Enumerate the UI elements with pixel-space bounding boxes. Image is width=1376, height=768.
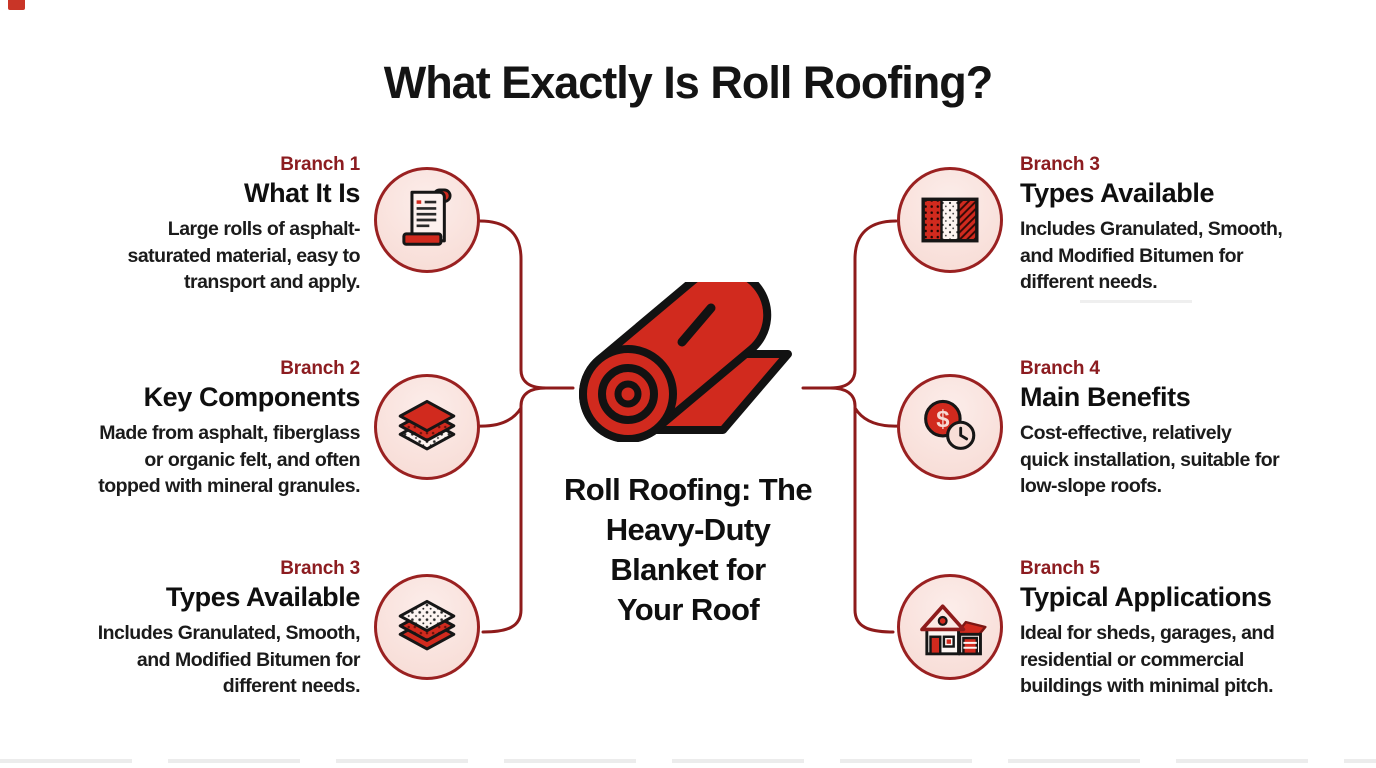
page-title: What Exactly Is Roll Roofing?	[383, 57, 994, 108]
branch-body-line: or organic felt, and often	[144, 448, 360, 471]
center-caption-line: Roll Roofing: The	[563, 472, 813, 507]
branch-label: Branch 4	[1020, 358, 1100, 379]
branch-2-circle	[374, 374, 480, 480]
scan-artifact	[1080, 300, 1192, 303]
branch-body-line: topped with mineral granules.	[98, 475, 360, 497]
branch-heading: What It Is	[244, 178, 360, 208]
layered-sheets-icon	[398, 399, 456, 451]
scroll-document-icon	[402, 188, 452, 246]
branch-body-line: different needs.	[1020, 271, 1158, 293]
branch-4-right: Branch 4 Main Benefits Cost-effective, r…	[1020, 357, 1350, 500]
branch-5-right: Branch 5 Typical Applications Ideal for …	[1020, 557, 1350, 700]
branch-heading: Key Components	[143, 382, 361, 412]
branch-1-left: Branch 1 What It Is Large rolls of aspha…	[30, 153, 360, 296]
branch-body-line: Cost-effective, relatively	[1020, 422, 1232, 444]
branch-body-line: quick installation, suitable for	[1020, 448, 1280, 471]
branch-body-line: transport and apply.	[184, 271, 361, 293]
center-caption: Roll Roofing: The Heavy-Duty Blanket for…	[508, 470, 868, 630]
branch-1-circle	[374, 167, 480, 273]
branch-body-line: Includes Granulated, Smooth,	[97, 622, 361, 644]
branch-body-line: low-slope roofs.	[1020, 475, 1162, 497]
branch-3-left-circle	[374, 574, 480, 680]
branch-5-circle	[897, 574, 1003, 680]
striped-swatch-icon	[921, 197, 979, 243]
branch-label: Branch 2	[280, 358, 360, 379]
branch-3-right-circle	[897, 167, 1003, 273]
branch-body-line: Ideal for sheds, garages, and	[1020, 622, 1275, 644]
center-caption-line: Heavy-Duty	[605, 512, 771, 547]
branch-label: Branch 1	[280, 154, 360, 175]
roll-roofing-icon	[579, 282, 792, 442]
branch-heading: Typical Applications	[1020, 582, 1272, 612]
branch-2-left: Branch 2 Key Components Made from asphal…	[30, 357, 360, 500]
center-caption-line: Blanket for	[610, 552, 766, 587]
branch-3-left: Branch 3 Types Available Includes Granul…	[30, 557, 361, 700]
center-caption-line: Your Roof	[616, 592, 760, 627]
branch-body-line: Includes Granulated, Smooth,	[1020, 218, 1283, 240]
branch-3-right: Branch 3 Types Available Includes Granul…	[1020, 153, 1350, 296]
svg-text:$: $	[936, 406, 949, 433]
branch-heading: Types Available	[165, 582, 360, 612]
house-garage-icon	[920, 604, 987, 656]
branch-body-line: buildings with minimal pitch.	[1020, 675, 1274, 697]
branch-body-line: Made from asphalt, fiberglass	[99, 422, 360, 444]
bottom-edge-artifact	[0, 759, 1376, 763]
branch-body-line: saturated material, easy to	[127, 244, 360, 267]
branch-heading: Main Benefits	[1020, 382, 1191, 412]
branch-body-line: residential or commercial	[1020, 648, 1244, 671]
branch-body-line: and Modified Bitumen for	[1020, 244, 1244, 267]
branch-heading: Types Available	[1020, 178, 1215, 208]
corner-red-mark	[8, 0, 25, 10]
layered-sheets-alt-icon	[398, 599, 456, 651]
branch-label: Branch 3	[280, 558, 360, 579]
branch-label: Branch 3	[1020, 154, 1100, 175]
branch-label: Branch 5	[1020, 558, 1100, 579]
branch-4-circle: $	[897, 374, 1003, 480]
dollar-clock-icon: $	[924, 399, 976, 450]
branch-body-line: different needs.	[222, 675, 361, 697]
branch-body-line: and Modified Bitumen for	[136, 648, 361, 671]
branch-body-line: Large rolls of asphalt-	[167, 218, 361, 240]
